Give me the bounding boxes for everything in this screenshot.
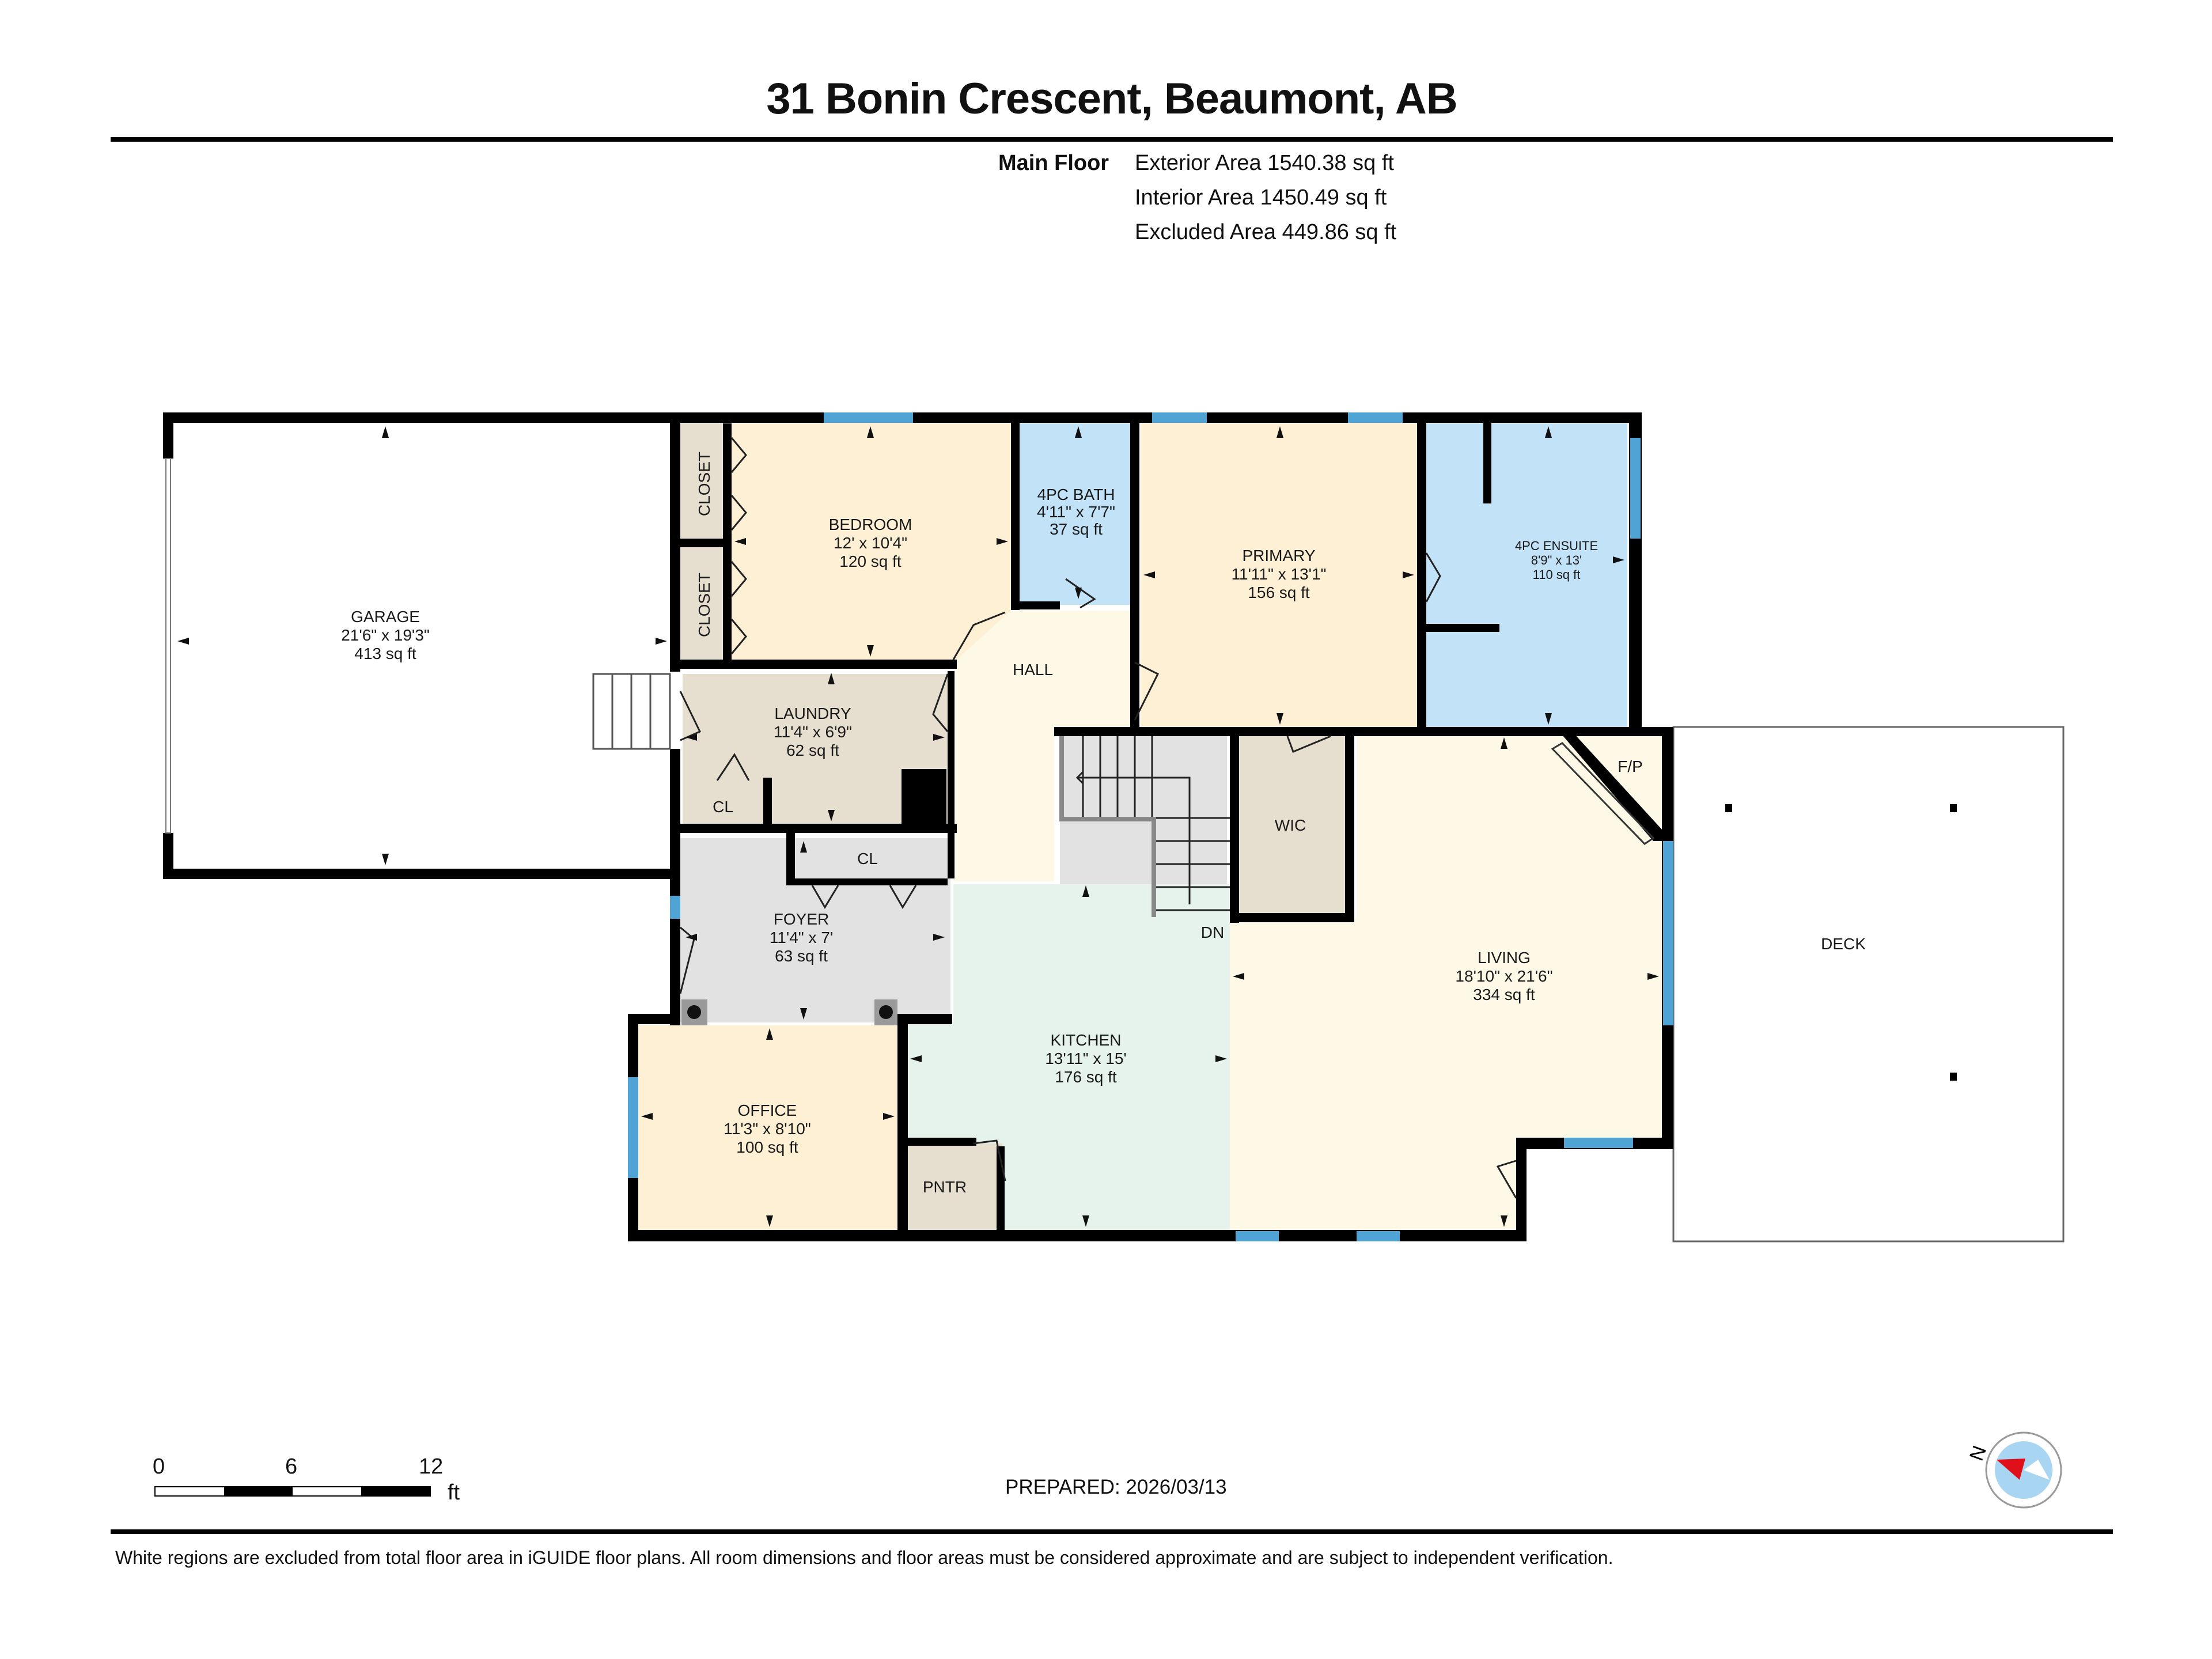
hall-fill — [953, 611, 1135, 881]
deck-outline — [1672, 726, 2065, 1243]
ensuite-fill — [1426, 423, 1627, 728]
foyer-fill — [674, 838, 950, 1022]
living-area: 334 sq ft — [1473, 986, 1535, 1003]
stairs-down-label: DN — [1201, 923, 1224, 941]
primary-name: PRIMARY — [1242, 547, 1315, 565]
laundry-area: 62 sq ft — [786, 741, 839, 759]
interior-area: Interior Area 1450.49 sq ft — [1135, 185, 1387, 210]
kitchen-dims: 13'11" x 15' — [1045, 1050, 1127, 1067]
fireplace-label: F/P — [1618, 757, 1643, 775]
garage-door — [165, 458, 171, 834]
room-labels: GARAGE 21'6" x 19'3" 413 sq ft CLOSET CL… — [341, 452, 1866, 1196]
bath-dims: 4'11" x 7'7" — [1037, 503, 1115, 521]
stairs-icon — [1059, 736, 1230, 917]
laundry-cl-fill — [683, 783, 763, 830]
living-name: LIVING — [1478, 949, 1531, 967]
garage-fill — [170, 422, 670, 873]
bedroom-name: BEDROOM — [829, 516, 912, 533]
footer-divider — [111, 1529, 2113, 1534]
closet-top-name: CLOSET — [695, 452, 713, 516]
pantry-fill — [907, 1143, 1002, 1230]
scale-tick-0: 0 — [153, 1455, 165, 1479]
window — [1663, 841, 1673, 1025]
laundry-name: LAUNDRY — [774, 704, 851, 722]
closet-top-fill — [680, 423, 726, 539]
exterior-area: Exterior Area 1540.38 sq ft — [1135, 151, 1394, 175]
window — [1236, 1231, 1279, 1241]
wic-name: WIC — [1275, 816, 1306, 834]
foyer-dims: 11'4" x 7' — [770, 929, 833, 946]
window — [670, 896, 680, 919]
foyer-name: FOYER — [774, 910, 829, 928]
laundry-cl-name: CL — [713, 798, 733, 816]
pantry-name: PNTR — [923, 1178, 967, 1196]
header-divider — [111, 137, 2113, 142]
kitchen-name: KITCHEN — [1051, 1031, 1122, 1049]
garage-name: GARAGE — [351, 608, 420, 626]
window — [1348, 412, 1403, 423]
window — [1152, 412, 1207, 423]
floor-label: Main Floor — [998, 151, 1109, 175]
living-dims: 18'10" x 21'6" — [1455, 967, 1552, 985]
window — [1564, 1138, 1633, 1148]
windows — [628, 412, 1673, 1241]
window — [1357, 1231, 1400, 1241]
bath-area: 37 sq ft — [1050, 520, 1103, 538]
scale-tick-6: 6 — [285, 1455, 298, 1479]
laundry-dims: 11'4" x 6'9" — [774, 723, 852, 741]
ensuite-area: 110 sq ft — [1533, 567, 1581, 582]
dimension-arrows — [177, 426, 1659, 1227]
window — [824, 412, 913, 423]
deck-posts — [1725, 804, 1957, 1081]
office-fill — [638, 1025, 897, 1230]
bath-name: 4PC BATH — [1037, 486, 1115, 503]
window — [1630, 438, 1641, 539]
office-area: 100 sq ft — [736, 1138, 798, 1156]
deck-name: DECK — [1821, 935, 1866, 953]
garage-dims: 21'6" x 19'3" — [341, 626, 430, 644]
scale-tick-12: 12 — [419, 1455, 444, 1479]
fireplace-icon — [1551, 742, 1655, 845]
living-fill — [1230, 734, 1662, 1230]
kitchen-area: 176 sq ft — [1055, 1068, 1117, 1086]
closet-bottom-fill — [680, 547, 726, 660]
foyer-cl-name: CL — [857, 850, 878, 868]
office-dims: 11'3" x 8'10" — [724, 1120, 810, 1138]
primary-fill — [1141, 423, 1417, 728]
wic-fill — [1238, 734, 1345, 918]
foyer-area: 63 sq ft — [775, 947, 828, 965]
disclaimer: White regions are excluded from total fl… — [115, 1547, 1613, 1568]
bedroom-area: 120 sq ft — [839, 552, 902, 570]
primary-area: 156 sq ft — [1248, 584, 1310, 601]
room-fills — [170, 422, 2065, 1243]
bedroom-dims: 12' x 10'4" — [834, 534, 907, 552]
columns — [681, 999, 897, 1025]
prepared-date: PREPARED: 2026/03/13 — [1005, 1476, 1227, 1498]
hall-name: HALL — [1013, 661, 1053, 679]
page-title: 31 Bonin Crescent, Beaumont, AB — [766, 74, 1457, 123]
garage-area: 413 sq ft — [354, 645, 416, 662]
garage-steps — [592, 673, 671, 750]
excluded-area: Excluded Area 449.86 sq ft — [1135, 220, 1397, 244]
ensuite-name: 4PC ENSUITE — [1515, 539, 1598, 553]
bath-fill — [1020, 423, 1132, 605]
scale-bar-graphic — [154, 1486, 431, 1497]
bedroom-fill — [732, 423, 1011, 660]
scale-unit: ft — [448, 1480, 460, 1505]
window — [628, 1077, 638, 1178]
compass-icon: N — [1969, 1431, 2062, 1509]
office-name: OFFICE — [738, 1101, 797, 1119]
primary-dims: 11'11" x 13'1" — [1232, 565, 1327, 583]
closet-bottom-name: CLOSET — [695, 573, 713, 637]
ensuite-dims: 8'9" x 13' — [1531, 553, 1582, 567]
